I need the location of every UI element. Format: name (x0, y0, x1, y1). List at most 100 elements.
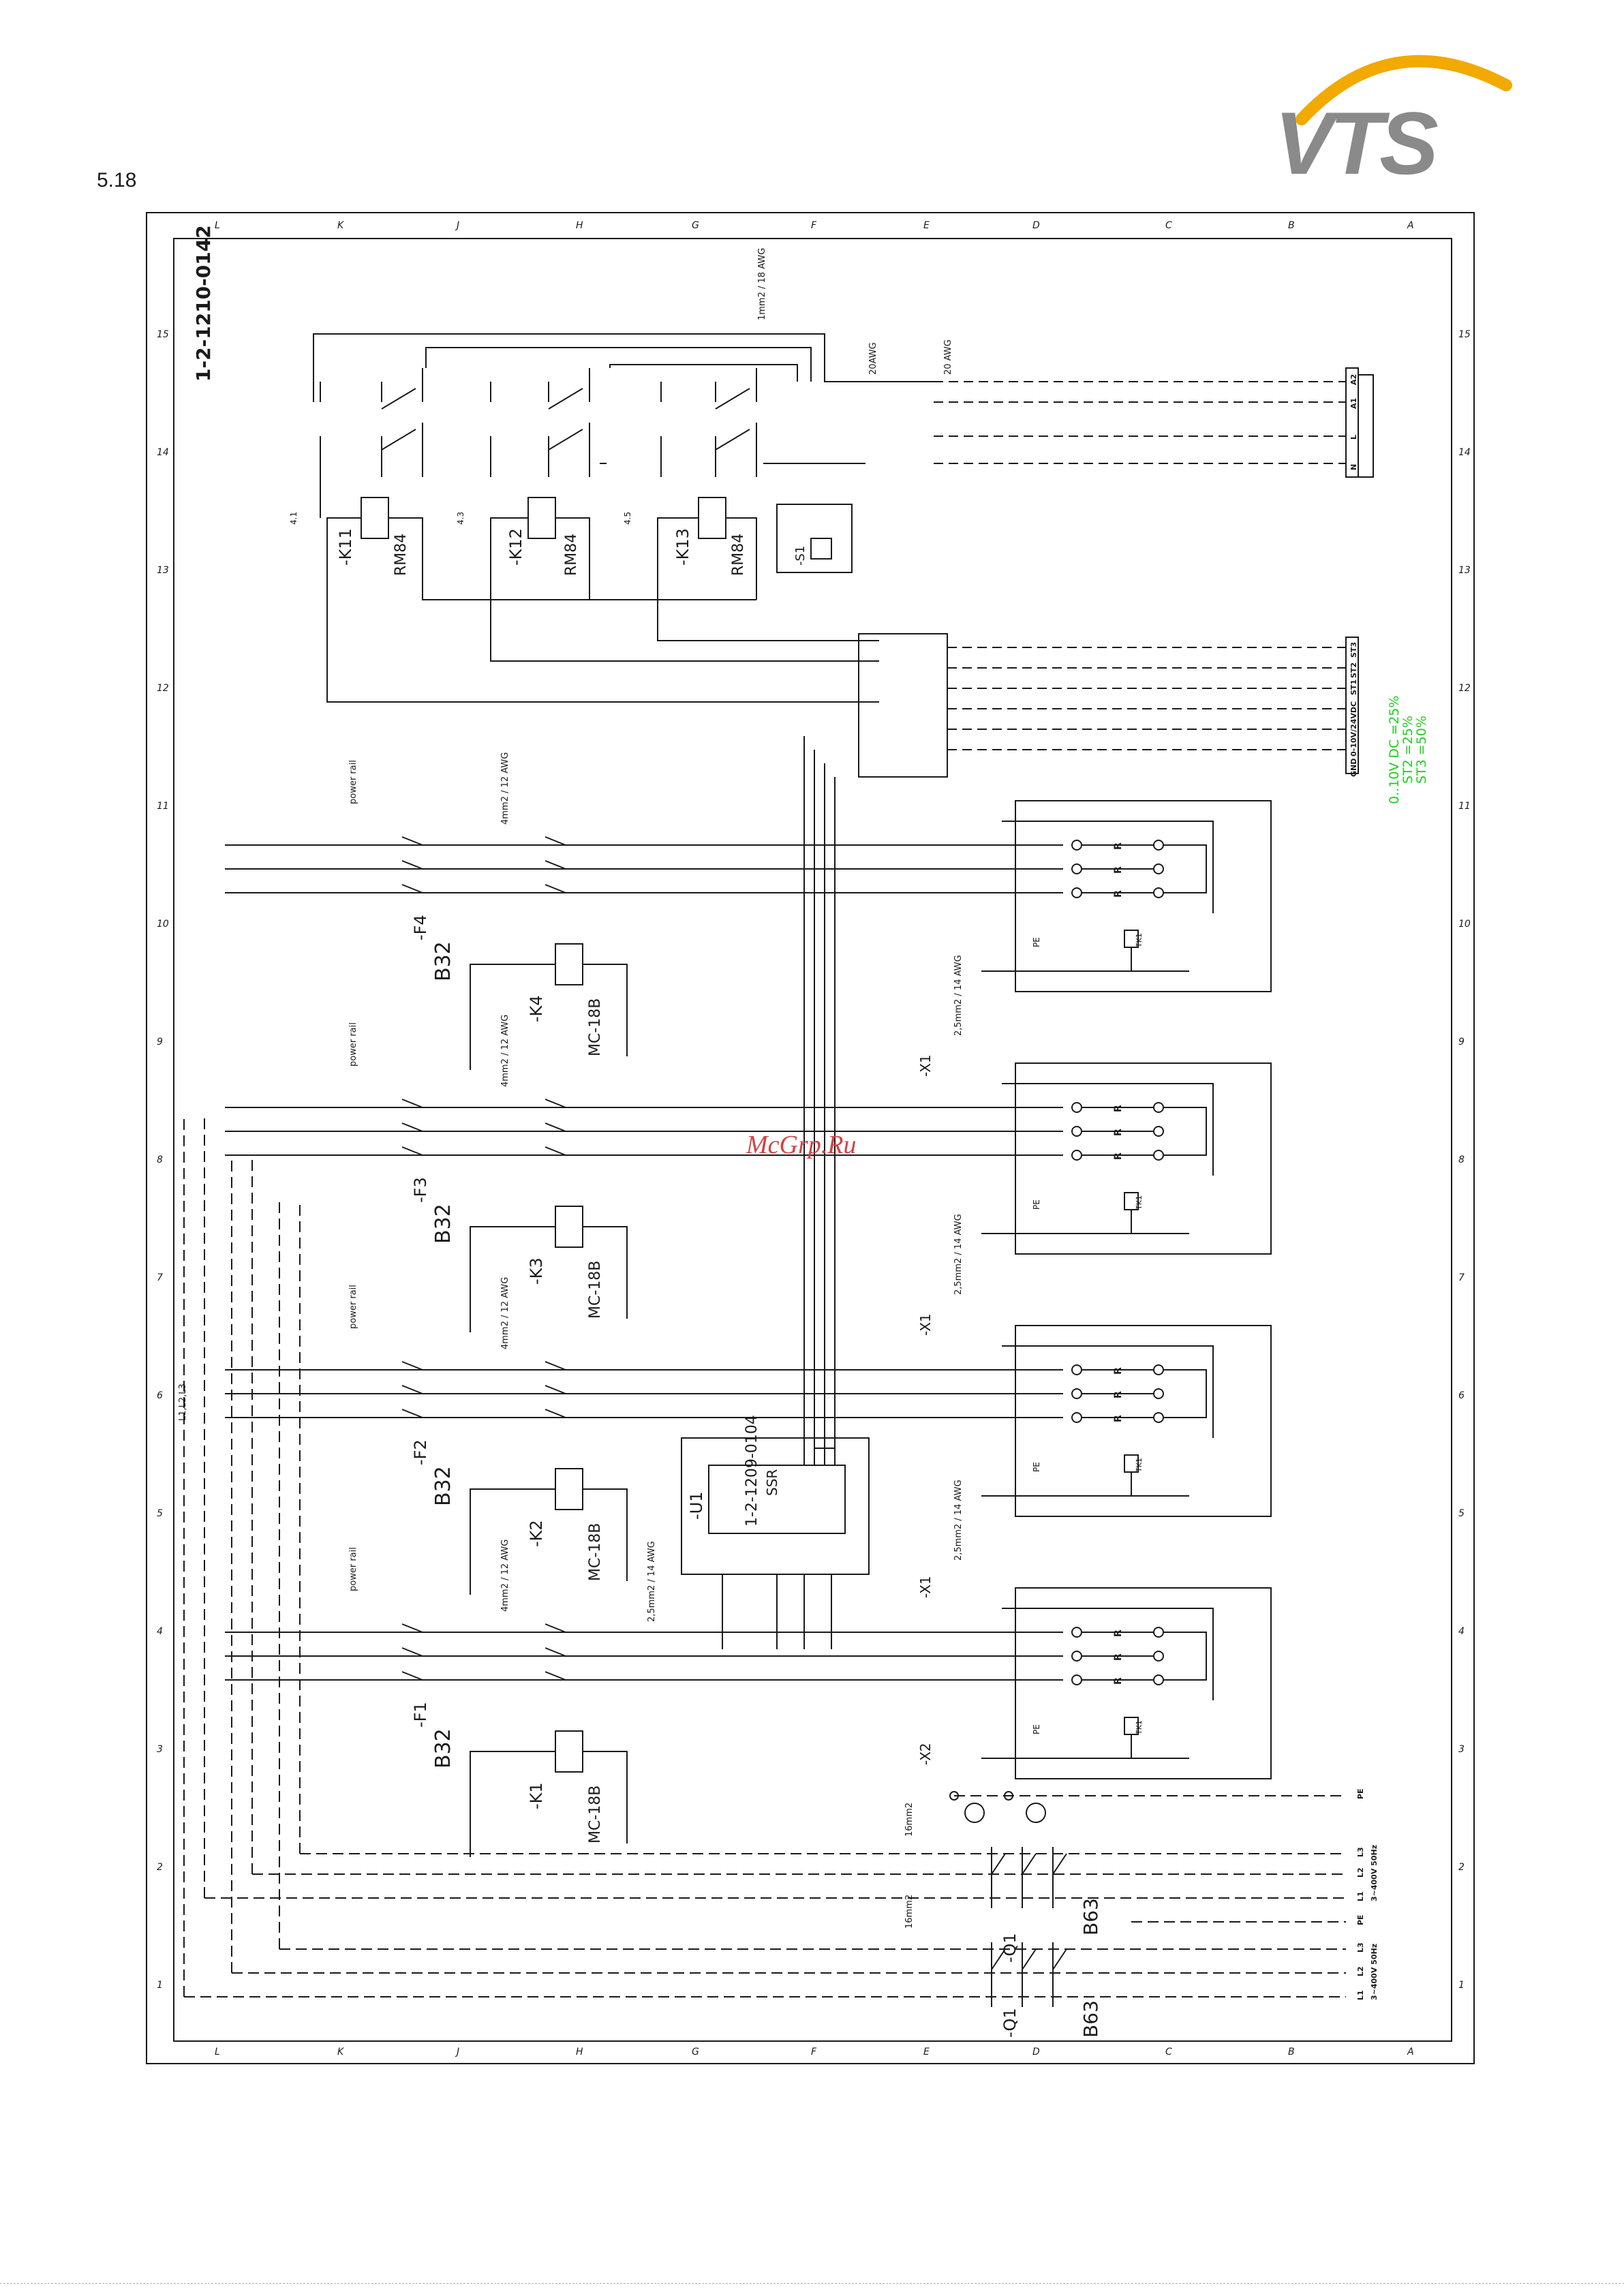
breaker-rating: B32 (431, 1466, 455, 1506)
thermostat-label: TK1 (1135, 1720, 1144, 1735)
wire-label: 4mm2 / 12 AWG (500, 752, 510, 825)
column-number: 8 (1458, 1154, 1465, 1165)
svg-text:2,5mm2 / 14 AWG: 2,5mm2 / 14 AWG (953, 955, 964, 1036)
column-number: 13 (157, 565, 169, 576)
power-rail-label: power rail (348, 1547, 358, 1591)
column-number: 3 (1458, 1744, 1465, 1755)
thermostat-label: TK1 (1135, 1458, 1144, 1473)
relay-ref: 4.1 (289, 512, 298, 525)
relay-ref: 4.5 (623, 512, 632, 525)
breaker-contact (401, 1623, 423, 1633)
logo-arc (1296, 55, 1512, 125)
row-letter: C (1165, 2047, 1172, 2057)
terminal: N (1349, 464, 1358, 470)
column-number: 8 (157, 1154, 163, 1165)
pe-label: PE (1032, 937, 1041, 947)
column-number: 10 (157, 919, 169, 930)
heater-terminal (1153, 1651, 1164, 1662)
row-letter: K (337, 220, 345, 231)
switch-tag: -S1 (793, 546, 808, 566)
thermostat-label: TK1 (1135, 933, 1144, 948)
breaker-tag: -F2 (411, 1439, 430, 1465)
row-letter: F (811, 2047, 817, 2057)
contactor-contact (545, 860, 566, 870)
section-number: 5.18 (97, 169, 137, 192)
heater-terminal (1153, 1364, 1164, 1375)
heater-enclosure (1015, 800, 1272, 992)
contactor-tag: -K4 (527, 995, 546, 1022)
contactor-coil (555, 1206, 583, 1248)
heater-element: R (1113, 1105, 1124, 1112)
heater-element: R (1113, 1677, 1124, 1685)
column-number: 11 (157, 801, 169, 812)
row-letter: L (215, 2047, 220, 2057)
heater-terminal (1153, 887, 1164, 898)
breaker-contact (401, 1361, 423, 1371)
svg-text:3~400V 50Hz: 3~400V 50Hz (1370, 1845, 1379, 1901)
column-number: 2 (1458, 1862, 1465, 1873)
relay-k13: -K13 RM84 4.5 (609, 364, 879, 641)
signal-terminal-labels: GND 0-10V/24VDC ST1 ST2 ST3 (1349, 642, 1358, 777)
pe-label: PE (1032, 1724, 1041, 1734)
svg-text:PE: PE (1356, 1788, 1365, 1799)
row-letter: J (455, 2047, 459, 2057)
page-bottom-rule (0, 2283, 1624, 2285)
contactor-contact (545, 1146, 566, 1156)
contactor-contact (545, 884, 566, 893)
thermostat-wire (981, 947, 1189, 972)
contactor-contact (545, 1623, 566, 1633)
breaker-contact (401, 1671, 423, 1681)
column-number: 12 (1458, 683, 1471, 694)
row-letter: D (1032, 2047, 1040, 2057)
heater-terminal (1153, 863, 1164, 874)
heater-terminal (1071, 1126, 1082, 1137)
column-number: 11 (1458, 801, 1471, 812)
breaker-contact (401, 1409, 423, 1418)
column-number: 9 (1458, 1037, 1465, 1047)
svg-text:L2: L2 (1356, 1867, 1365, 1878)
svg-text:ST3: ST3 (1349, 642, 1358, 658)
breaker-contact (401, 836, 423, 846)
drawing-number: 1-2-1210-0142 (192, 225, 215, 382)
signal-lines (803, 633, 1359, 1465)
heater-element: R (1113, 1629, 1124, 1637)
column-number: 12 (157, 683, 169, 694)
control-terminal-block: A2 A1 L N (1345, 367, 1374, 478)
svg-text:16mm2: 16mm2 (904, 1803, 915, 1837)
coil-wiring (470, 1751, 628, 1857)
column-number: 9 (157, 1037, 163, 1047)
wire-label-20awg: 20AWG (868, 342, 878, 375)
row-letter: B (1288, 220, 1295, 231)
heater-terminal (1071, 1102, 1082, 1113)
row-letter: A (1407, 220, 1414, 231)
column-number: 14 (1458, 447, 1471, 458)
signal-note-line: ST2 =25% (1400, 716, 1415, 784)
contactor-contact (545, 1385, 566, 1394)
heater-terminal (1153, 1674, 1164, 1685)
heater-terminal (1071, 1364, 1082, 1375)
row-letter: K (337, 2047, 345, 2057)
terminal: A2 (1349, 374, 1358, 385)
relay-ref: 4.3 (456, 512, 465, 525)
row-letter: H (576, 220, 583, 231)
column-number: 1 (157, 1980, 163, 1991)
breaker-tag: -F4 (411, 915, 430, 940)
column-number: 10 (1458, 919, 1471, 930)
heater-element: R (1113, 1152, 1124, 1160)
row-letter: E (923, 2047, 930, 2057)
control-supply-bus (934, 381, 1346, 464)
heater-element: R (1113, 842, 1124, 850)
heater-terminal (1071, 1627, 1082, 1638)
wire-label: 4mm2 / 12 AWG (500, 1277, 510, 1349)
column-number: 13 (1458, 565, 1471, 576)
switch-rating: B63 (1079, 1898, 1102, 1935)
heater-terminal (1153, 1388, 1164, 1399)
breaker-contact (401, 884, 423, 893)
breaker-contact (401, 1122, 423, 1132)
power-rail-label: power rail (348, 1285, 358, 1329)
contactor-coil (555, 943, 583, 985)
relay-tag: -K13 (673, 528, 692, 566)
